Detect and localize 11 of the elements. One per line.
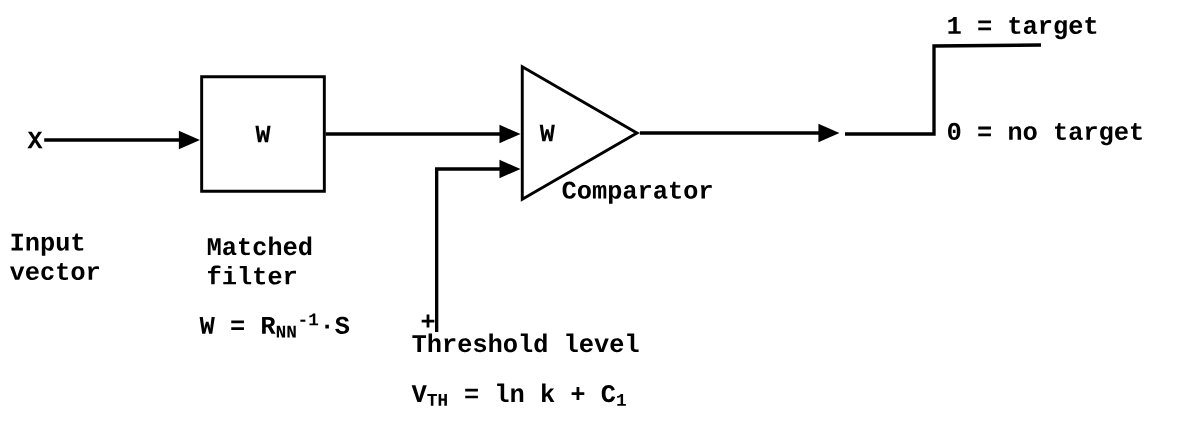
formula-text: W = R$_{NN}$$^{-1}$·S: [199, 313, 350, 338]
filter-box: W: [200, 75, 326, 193]
formula-text: V$_{TH}$ = ln k + C$_{1}$: [411, 383, 626, 406]
threshold-label: Threshold level: [412, 333, 639, 353]
output-label: 0 = no target: [948, 122, 1142, 146]
caption-text: Matched filter: [207, 236, 312, 285]
plus-sign: +: [421, 314, 435, 328]
caption-text: Input vector: [10, 233, 99, 281]
input-label: X: [27, 131, 43, 149]
output-label: 1 = target: [948, 16, 1097, 40]
caption-text: Comparator: [562, 181, 712, 204]
